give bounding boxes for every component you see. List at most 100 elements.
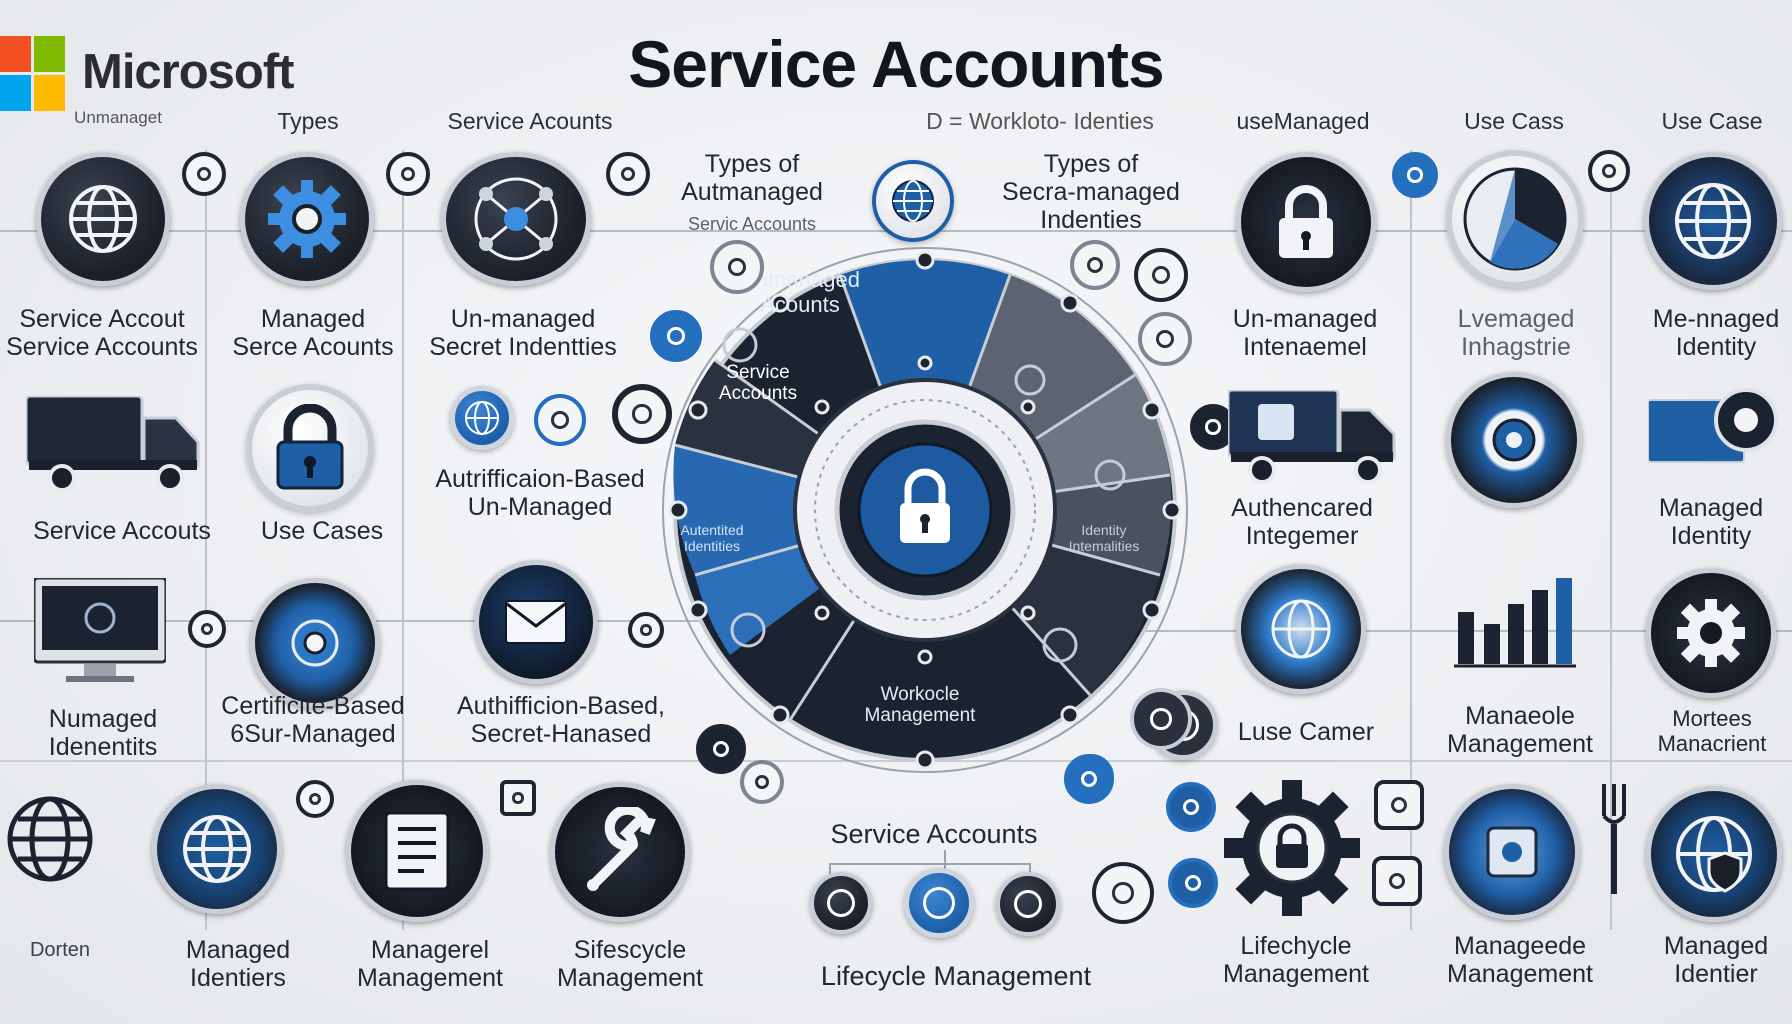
gear-icon bbox=[1646, 568, 1776, 698]
connector-line bbox=[1410, 150, 1412, 930]
column-header: Unmanaget bbox=[74, 108, 162, 127]
gear-icon bbox=[240, 152, 374, 286]
column-header: Types bbox=[277, 108, 339, 134]
settings-icon bbox=[1588, 150, 1630, 192]
gear-icon bbox=[250, 578, 380, 708]
service-accounts-wheel bbox=[662, 247, 1188, 773]
truck-icon bbox=[1228, 390, 1396, 484]
column-header: Service Acounts bbox=[447, 108, 613, 134]
globe-icon bbox=[872, 160, 954, 242]
item-label: Authifficion-Based,Secret-Hanased bbox=[457, 692, 665, 748]
gear-icon bbox=[1446, 372, 1582, 508]
connector-line bbox=[402, 150, 404, 930]
gear-icon bbox=[1236, 564, 1366, 694]
fork-icon bbox=[1602, 784, 1626, 894]
shield-icon bbox=[1646, 786, 1782, 922]
calendar-icon bbox=[1138, 312, 1192, 366]
column-header: Use Case bbox=[1661, 108, 1763, 134]
network-icon bbox=[450, 386, 514, 450]
target-icon bbox=[386, 152, 430, 196]
refresh-icon bbox=[696, 724, 746, 774]
globe-icon bbox=[1644, 152, 1782, 290]
globe-icon bbox=[36, 152, 170, 286]
refresh-icon bbox=[904, 868, 974, 938]
image-icon bbox=[1372, 856, 1422, 906]
lock-icon bbox=[628, 612, 664, 648]
share-icon bbox=[1166, 782, 1216, 832]
user-icon bbox=[810, 872, 872, 934]
user-icon bbox=[612, 384, 672, 444]
location-icon bbox=[996, 872, 1060, 936]
gear-icon bbox=[1648, 388, 1778, 463]
item-label: Service Accouts bbox=[33, 517, 211, 545]
settings-icon bbox=[710, 240, 764, 294]
target-icon bbox=[188, 610, 226, 648]
globe-icon bbox=[152, 784, 282, 914]
globe-icon bbox=[0, 784, 100, 894]
puzzle-icon bbox=[1092, 862, 1154, 924]
column-header: D = Workloto- Identies bbox=[926, 108, 1154, 134]
microsoft-logo bbox=[0, 36, 66, 112]
image-icon bbox=[1374, 780, 1424, 830]
gear-icon bbox=[1224, 780, 1360, 916]
document-icon bbox=[182, 152, 226, 196]
document-icon bbox=[346, 780, 488, 922]
clock-icon bbox=[296, 780, 334, 818]
item-label: Luse Camer bbox=[1237, 718, 1375, 746]
document-icon bbox=[650, 310, 702, 362]
bottom-center-title: Service Accounts bbox=[830, 819, 1038, 849]
refresh-icon bbox=[1130, 688, 1192, 750]
column-header: useManaged bbox=[1236, 108, 1370, 134]
shield-icon bbox=[1134, 248, 1188, 302]
bar-chart-icon bbox=[1454, 578, 1576, 668]
search-icon bbox=[534, 394, 586, 446]
shield-icon bbox=[606, 152, 650, 196]
truck-icon bbox=[26, 396, 200, 492]
item-label: Lifecycle Management bbox=[820, 961, 1092, 991]
settings-icon bbox=[1070, 240, 1120, 290]
padlock-icon bbox=[1236, 152, 1376, 292]
user-icon bbox=[1168, 858, 1218, 908]
padlock-icon bbox=[246, 384, 374, 512]
wrench-icon bbox=[550, 782, 690, 922]
connector-line bbox=[1610, 150, 1612, 930]
info-icon bbox=[740, 760, 784, 804]
brand-name: Microsoft bbox=[82, 45, 294, 99]
server-icon bbox=[1444, 784, 1580, 920]
document-icon bbox=[1392, 152, 1438, 198]
camera-icon bbox=[1064, 754, 1114, 804]
monitor-icon bbox=[34, 578, 166, 682]
wheel-callout-sub: Servic Accounts bbox=[687, 214, 817, 234]
connector-line bbox=[205, 150, 207, 930]
list-icon bbox=[500, 780, 536, 816]
item-label: Use Cases bbox=[260, 517, 384, 545]
envelope-icon bbox=[474, 560, 598, 684]
divider-line bbox=[0, 760, 1792, 762]
pie-chart-icon bbox=[1446, 150, 1584, 288]
